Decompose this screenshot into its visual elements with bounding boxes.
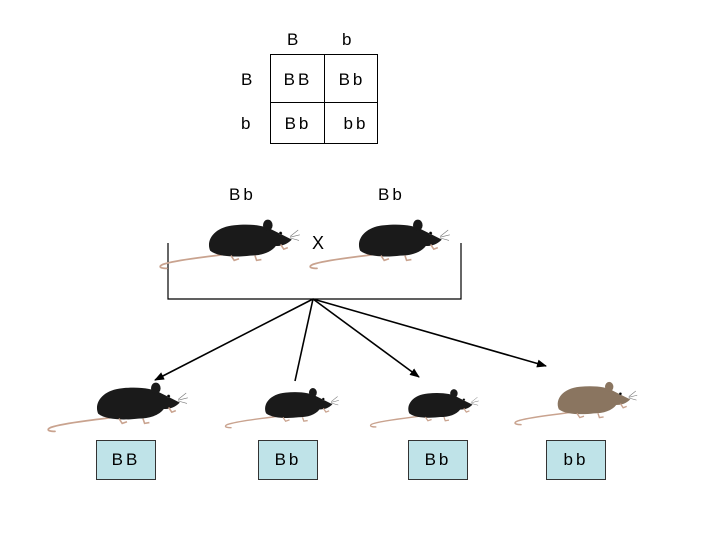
offspring-rat-3 [369, 388, 480, 428]
parent-genotype-left: Bb [229, 185, 256, 204]
offspring-genotype-1: BB [96, 440, 156, 480]
punnett-cell-2-1: Bb [284, 113, 312, 133]
cross-symbol: X [312, 233, 325, 253]
punnett-col-header-2: b [342, 30, 355, 49]
punnett-divider-horizontal [271, 102, 377, 103]
offspring-genotype-2: Bb [258, 440, 318, 480]
arrow-to-offspring-1 [154, 298, 314, 381]
parent-rat-right [309, 218, 451, 270]
arrow-to-offspring-4 [312, 298, 547, 368]
offspring-rat-2 [224, 387, 340, 429]
punnett-cell-1-2: Bb [338, 69, 366, 89]
offspring-rat-1 [47, 381, 189, 433]
arrow-to-offspring-2 [294, 298, 314, 382]
punnett-square: BB Bb Bb bb [270, 54, 378, 144]
punnett-row-header-2: b [241, 114, 254, 133]
punnett-cell-2-2: bb [343, 113, 369, 133]
offspring-genotype-4: bb [546, 440, 606, 480]
arrow-to-offspring-3 [312, 298, 420, 378]
punnett-row-header-1: B [241, 70, 256, 89]
punnett-divider-vertical [324, 55, 325, 143]
offspring-rat-4 [514, 381, 638, 426]
parent-genotype-right: Bb [378, 185, 405, 204]
punnett-cell-1-1: BB [283, 69, 313, 89]
parent-rat-left [159, 218, 301, 270]
offspring-genotype-3: Bb [408, 440, 468, 480]
punnett-col-header-1: B [287, 30, 302, 49]
